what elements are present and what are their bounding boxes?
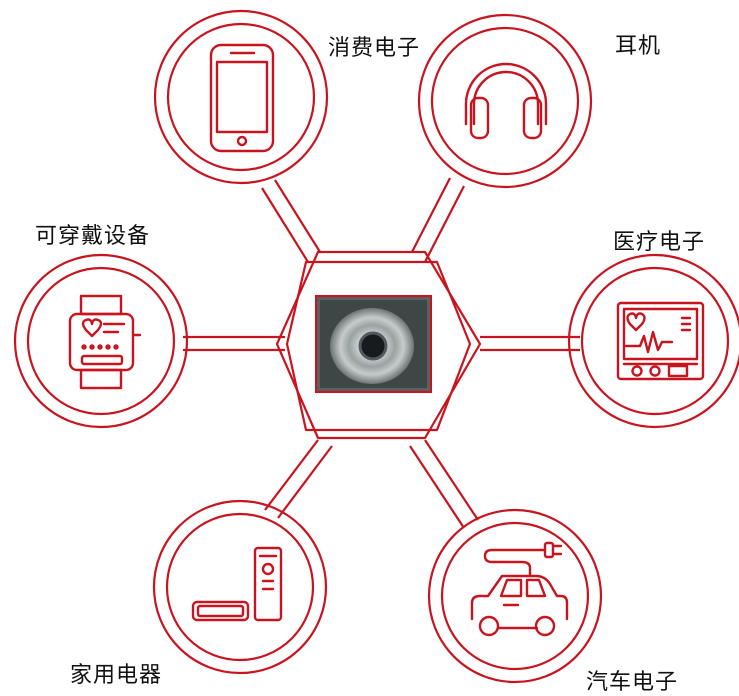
label-consumer-electronics: 消费电子 bbox=[328, 36, 421, 61]
connector-consumer bbox=[261, 179, 321, 263]
label-medical-electronics: 医疗电子 bbox=[613, 230, 706, 255]
smartwatch-icon bbox=[68, 294, 142, 390]
smartphone-icon bbox=[209, 43, 275, 153]
node-circle-appliance bbox=[152, 499, 328, 675]
electric-car-icon bbox=[470, 541, 569, 637]
connector-medical bbox=[480, 335, 580, 352]
label-earphones: 耳机 bbox=[615, 34, 662, 59]
headphones-icon bbox=[464, 62, 548, 140]
medical-monitor-icon bbox=[616, 301, 705, 381]
connector-wearable bbox=[183, 335, 285, 352]
connector-auto bbox=[409, 439, 479, 529]
connector-appliance bbox=[264, 439, 333, 519]
component-image bbox=[315, 295, 432, 393]
node-circle-earphone bbox=[417, 13, 593, 189]
label-home-appliances: 家用电器 bbox=[70, 663, 163, 688]
node-circle-auto bbox=[427, 508, 603, 684]
node-circle-wearable bbox=[13, 253, 189, 429]
node-circle-medical bbox=[567, 253, 739, 429]
center-hexagon bbox=[275, 250, 482, 440]
label-automotive-electronics: 汽车电子 bbox=[586, 670, 679, 695]
node-circle-consumer bbox=[153, 9, 329, 185]
remote-and-soundbar-icon bbox=[191, 546, 283, 622]
connector-earphone bbox=[411, 177, 465, 263]
label-wearables: 可穿戴设备 bbox=[35, 224, 151, 249]
